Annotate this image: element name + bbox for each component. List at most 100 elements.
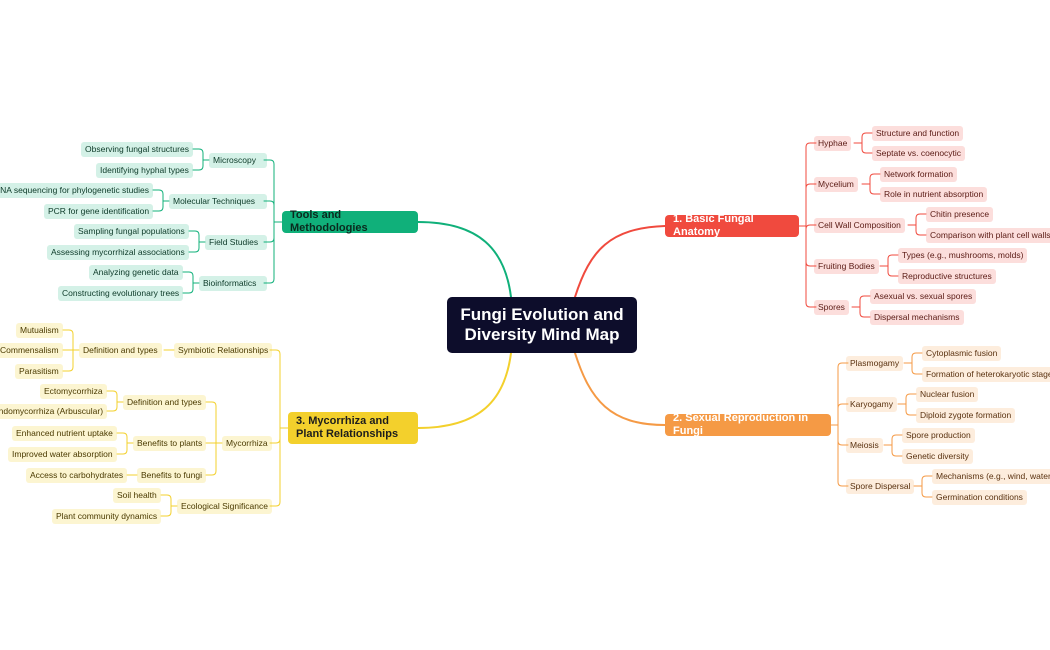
connector-line — [62, 329, 74, 351]
connector-line — [263, 200, 275, 223]
connector-line — [205, 442, 217, 476]
connector-line — [805, 183, 817, 227]
leaf-parasitism[interactable]: Parasitism — [15, 363, 63, 379]
leaf-formation-of-heterokaryotic-stage[interactable]: Formation of heterokaryotic stage — [922, 366, 1050, 382]
leaf-diploid-zygote-formation[interactable]: Diploid zygote formation — [916, 407, 1016, 423]
connector-line — [911, 362, 923, 375]
topic-meiosis[interactable]: Meiosis — [846, 437, 883, 453]
connector-line — [921, 485, 933, 498]
leaf-network-formation[interactable]: Network formation — [880, 166, 957, 182]
leaf-chitin-presence[interactable]: Chitin presence — [926, 206, 994, 222]
connector-line — [915, 213, 927, 226]
leaf-types-e-g-mushrooms-molds[interactable]: Types (e.g., mushrooms, molds) — [898, 247, 1028, 263]
connector-line — [887, 265, 899, 277]
leaf-dispersal-mechanisms[interactable]: Dispersal mechanisms — [870, 309, 964, 325]
connector-line — [182, 271, 194, 284]
connector-line — [911, 352, 923, 364]
connector-line — [152, 200, 164, 212]
connector-line — [160, 494, 172, 507]
topic-ecological-significance[interactable]: Ecological Significance — [177, 498, 272, 514]
connector-line — [837, 403, 849, 426]
connector-line — [106, 390, 118, 403]
topic-hyphae[interactable]: Hyphae — [814, 135, 852, 151]
leaf-cytoplasmic-fusion[interactable]: Cytoplasmic fusion — [922, 345, 1002, 361]
topic-fruiting-bodies[interactable]: Fruiting Bodies — [814, 258, 879, 274]
leaf-ectomycorrhiza[interactable]: Ectomycorrhiza — [40, 383, 107, 399]
topic-definition-and-types[interactable]: Definition and types — [79, 342, 162, 358]
connector-line — [837, 424, 849, 487]
topic-definition-and-types[interactable]: Definition and types — [123, 394, 206, 410]
connector-line — [192, 159, 204, 171]
leaf-identifying-hyphal-types[interactable]: Identifying hyphal types — [96, 162, 193, 178]
topic-plasmogamy[interactable]: Plasmogamy — [846, 355, 904, 371]
branch-mycorrhiza-plant[interactable]: 3. Mycorrhiza and Plant Relationships — [288, 412, 418, 444]
leaf-dna-sequencing-for-phylogenetic-studies[interactable]: DNA sequencing for phylogenetic studies — [0, 182, 153, 198]
connector-line — [869, 173, 881, 185]
topic-cell-wall-composition[interactable]: Cell Wall Composition — [814, 217, 905, 233]
topic-spore-dispersal[interactable]: Spore Dispersal — [846, 478, 915, 494]
connector-line — [869, 183, 881, 195]
leaf-germination-conditions[interactable]: Germination conditions — [932, 489, 1027, 505]
leaf-reproductive-structures[interactable]: Reproductive structures — [898, 268, 996, 284]
topic-benefits-to-fungi[interactable]: Benefits to fungi — [137, 467, 206, 483]
connector-line — [188, 241, 200, 253]
topic-microscopy[interactable]: Microscopy — [209, 152, 267, 168]
connector-line — [921, 475, 933, 487]
connector-line — [269, 349, 281, 429]
leaf-spore-production[interactable]: Spore production — [902, 427, 975, 443]
branch-basic-fungal-anatomy[interactable]: 1. Basic Fungal Anatomy — [665, 213, 799, 238]
branch-tools-methodologies[interactable]: Tools and Methodologies — [282, 209, 418, 234]
leaf-sampling-fungal-populations[interactable]: Sampling fungal populations — [74, 223, 189, 239]
leaf-enhanced-nutrient-uptake[interactable]: Enhanced nutrient uptake — [12, 425, 117, 441]
leaf-observing-fungal-structures[interactable]: Observing fungal structures — [81, 141, 193, 157]
connector-line — [859, 295, 871, 308]
topic-field-studies[interactable]: Field Studies — [205, 234, 267, 250]
branch-line-mycorrhiza — [417, 352, 512, 429]
topic-symbiotic-relationships[interactable]: Symbiotic Relationships — [174, 342, 273, 358]
connector-line — [160, 505, 172, 517]
connector-line — [205, 401, 217, 444]
branch-line-reproduction — [574, 352, 666, 426]
topic-karyogamy[interactable]: Karyogamy — [846, 396, 897, 412]
branch-line-anatomy — [574, 225, 666, 298]
leaf-soil-health[interactable]: Soil health — [113, 487, 161, 503]
leaf-pcr-for-gene-identification[interactable]: PCR for gene identification — [44, 203, 154, 219]
connector-line — [837, 362, 849, 426]
leaf-mechanisms-e-g-wind-water[interactable]: Mechanisms (e.g., wind, water) — [932, 468, 1050, 484]
connector-line — [805, 225, 817, 308]
leaf-role-in-nutrient-absorption[interactable]: Role in nutrient absorption — [880, 186, 988, 202]
connector-line — [152, 189, 164, 202]
leaf-septate-vs-coenocytic[interactable]: Septate vs. coenocytic — [872, 145, 966, 161]
connector-line — [192, 148, 204, 161]
connector-line — [182, 282, 194, 294]
topic-molecular-techniques[interactable]: Molecular Techniques — [169, 193, 267, 209]
connector-line — [263, 221, 275, 284]
leaf-endomycorrhiza-arbuscular[interactable]: Endomycorrhiza (Arbuscular) — [0, 403, 108, 419]
branch-sexual-reproduction[interactable]: 2. Sexual Reproduction in Fungi — [665, 412, 831, 437]
topic-benefits-to-plants[interactable]: Benefits to plants — [133, 435, 207, 451]
leaf-mutualism[interactable]: Mutualism — [16, 322, 63, 338]
leaf-access-to-carbohydrates[interactable]: Access to carbohydrates — [26, 467, 128, 483]
branch-line-tools — [417, 221, 512, 298]
leaf-comparison-with-plant-cell-walls[interactable]: Comparison with plant cell walls — [926, 227, 1050, 243]
connector-line — [861, 132, 873, 144]
connector-line — [106, 401, 118, 412]
connector-line — [116, 432, 128, 444]
leaf-analyzing-genetic-data[interactable]: Analyzing genetic data — [89, 264, 183, 280]
leaf-structure-and-function[interactable]: Structure and function — [872, 125, 964, 141]
leaf-commensalism[interactable]: Commensalism — [0, 342, 63, 358]
topic-mycelium[interactable]: Mycelium — [814, 176, 858, 192]
topic-spores[interactable]: Spores — [814, 299, 849, 315]
root-topic[interactable]: Fungi Evolution and Diversity Mind Map — [447, 297, 637, 353]
leaf-constructing-evolutionary-trees[interactable]: Constructing evolutionary trees — [58, 285, 184, 301]
leaf-nuclear-fusion[interactable]: Nuclear fusion — [916, 386, 979, 402]
leaf-plant-community-dynamics[interactable]: Plant community dynamics — [52, 508, 162, 524]
connector-line — [905, 403, 917, 416]
leaf-improved-water-absorption[interactable]: Improved water absorption — [8, 446, 117, 462]
leaf-asexual-vs-sexual-spores[interactable]: Asexual vs. sexual spores — [870, 288, 977, 304]
connector-line — [116, 442, 128, 455]
topic-bioinformatics[interactable]: Bioinformatics — [199, 275, 267, 291]
topic-mycorrhiza[interactable]: Mycorrhiza — [222, 435, 272, 451]
leaf-genetic-diversity[interactable]: Genetic diversity — [902, 448, 973, 464]
leaf-assessing-mycorrhizal-associations[interactable]: Assessing mycorrhizal associations — [47, 244, 189, 260]
